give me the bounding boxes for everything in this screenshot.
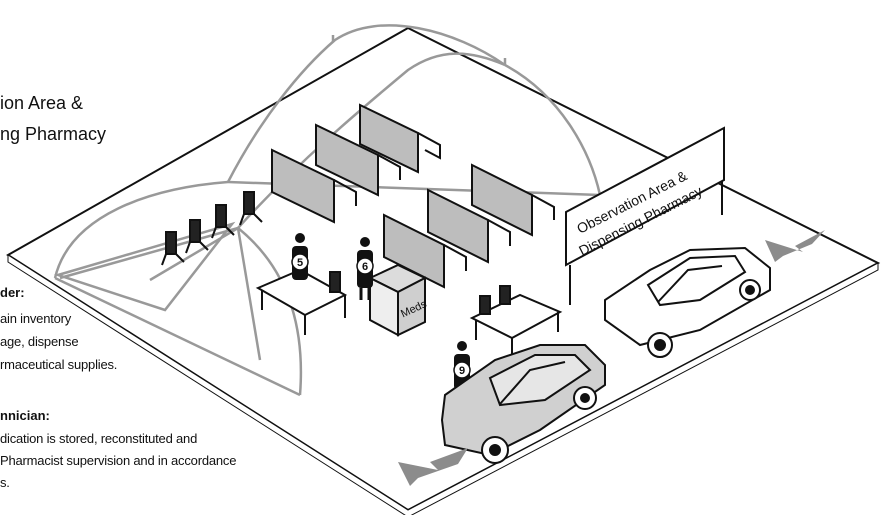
marker-5: 5 [297, 257, 303, 269]
role-1-line: rmaceutical supplies. [0, 356, 117, 374]
role-2-heading: nnician: [0, 408, 50, 423]
marker-9: 9 [459, 365, 465, 377]
area-title-line-1: ion Area & [0, 92, 83, 114]
role-1-line: ain inventory [0, 310, 71, 328]
marker-6: 6 [362, 261, 368, 273]
role-2-line: dication is stored, reconstituted and [0, 430, 197, 448]
role-1-line: age, dispense [0, 333, 78, 351]
role-1-heading: der: [0, 285, 25, 300]
role-2-line: s. [0, 474, 10, 492]
chair [330, 272, 340, 292]
area-title-line-2: ng Pharmacy [0, 123, 106, 145]
role-2-line: Pharmacist supervision and in accordance [0, 452, 236, 470]
meds-box [370, 265, 425, 335]
